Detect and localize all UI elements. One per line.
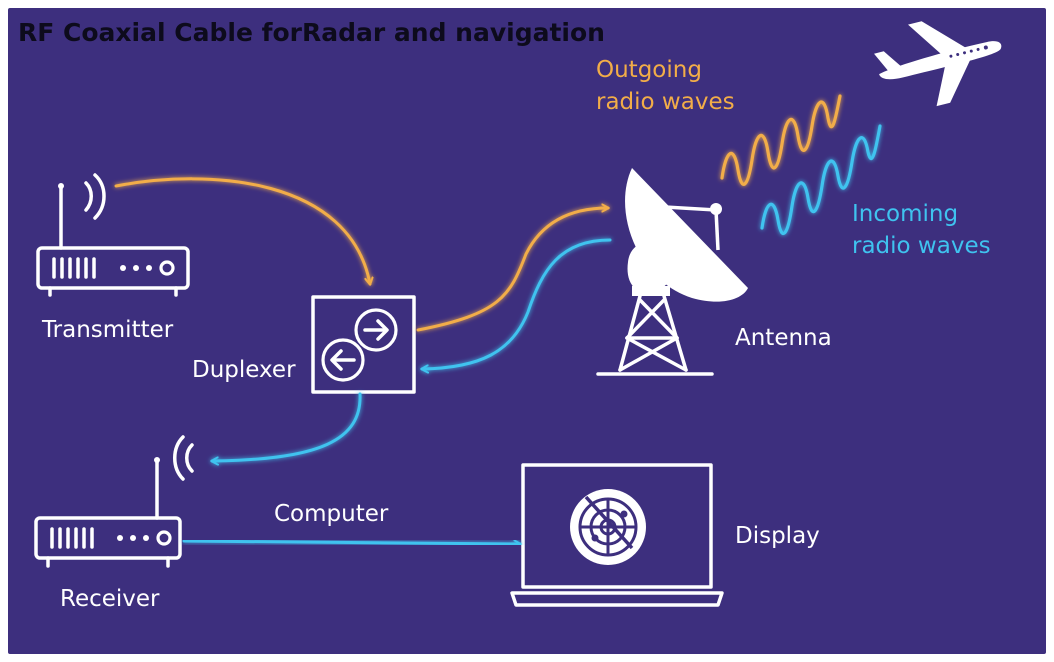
incoming-label-line2: radio waves	[852, 233, 991, 259]
outgoing-label-line1: Outgoing	[596, 57, 702, 83]
outgoing-label-line2: radio waves	[596, 89, 735, 115]
radar-screen-icon	[570, 489, 646, 565]
outgoing-wave	[720, 94, 842, 186]
antenna-to-duplexer-arrow	[422, 238, 612, 369]
display-label: Display	[735, 523, 820, 549]
computer-label: Computer	[274, 501, 389, 527]
incoming-wave	[760, 124, 882, 235]
duplexer-to-antenna-arrow	[416, 208, 608, 332]
transmitter-label: Transmitter	[41, 317, 174, 343]
transmitter-icon	[36, 173, 190, 297]
display-laptop-icon	[510, 463, 724, 607]
airplane-icon	[874, 21, 1002, 107]
antenna-label: Antenna	[735, 325, 832, 351]
transmitter-to-duplexer-arrow	[114, 177, 370, 284]
duplexer-to-receiver-arrow	[212, 392, 362, 461]
antenna-dish-icon	[596, 168, 748, 376]
receiver-icon	[34, 435, 194, 568]
duplexer-icon	[311, 295, 416, 394]
receiver-to-display-arrow	[182, 541, 520, 544]
receiver-label: Receiver	[60, 586, 160, 612]
duplexer-label: Duplexer	[192, 357, 296, 383]
incoming-label-line1: Incoming	[852, 201, 958, 227]
diagram-title: RF Coaxial Cable forRadar and navigation	[18, 18, 605, 47]
